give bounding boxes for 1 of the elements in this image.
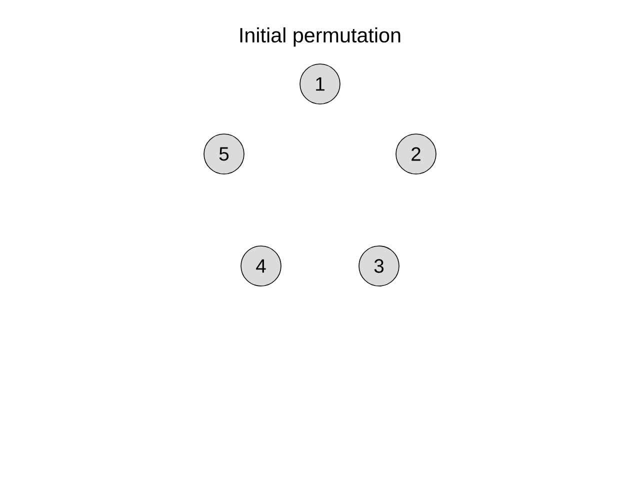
title: Initial permutation: [240, 27, 400, 47]
